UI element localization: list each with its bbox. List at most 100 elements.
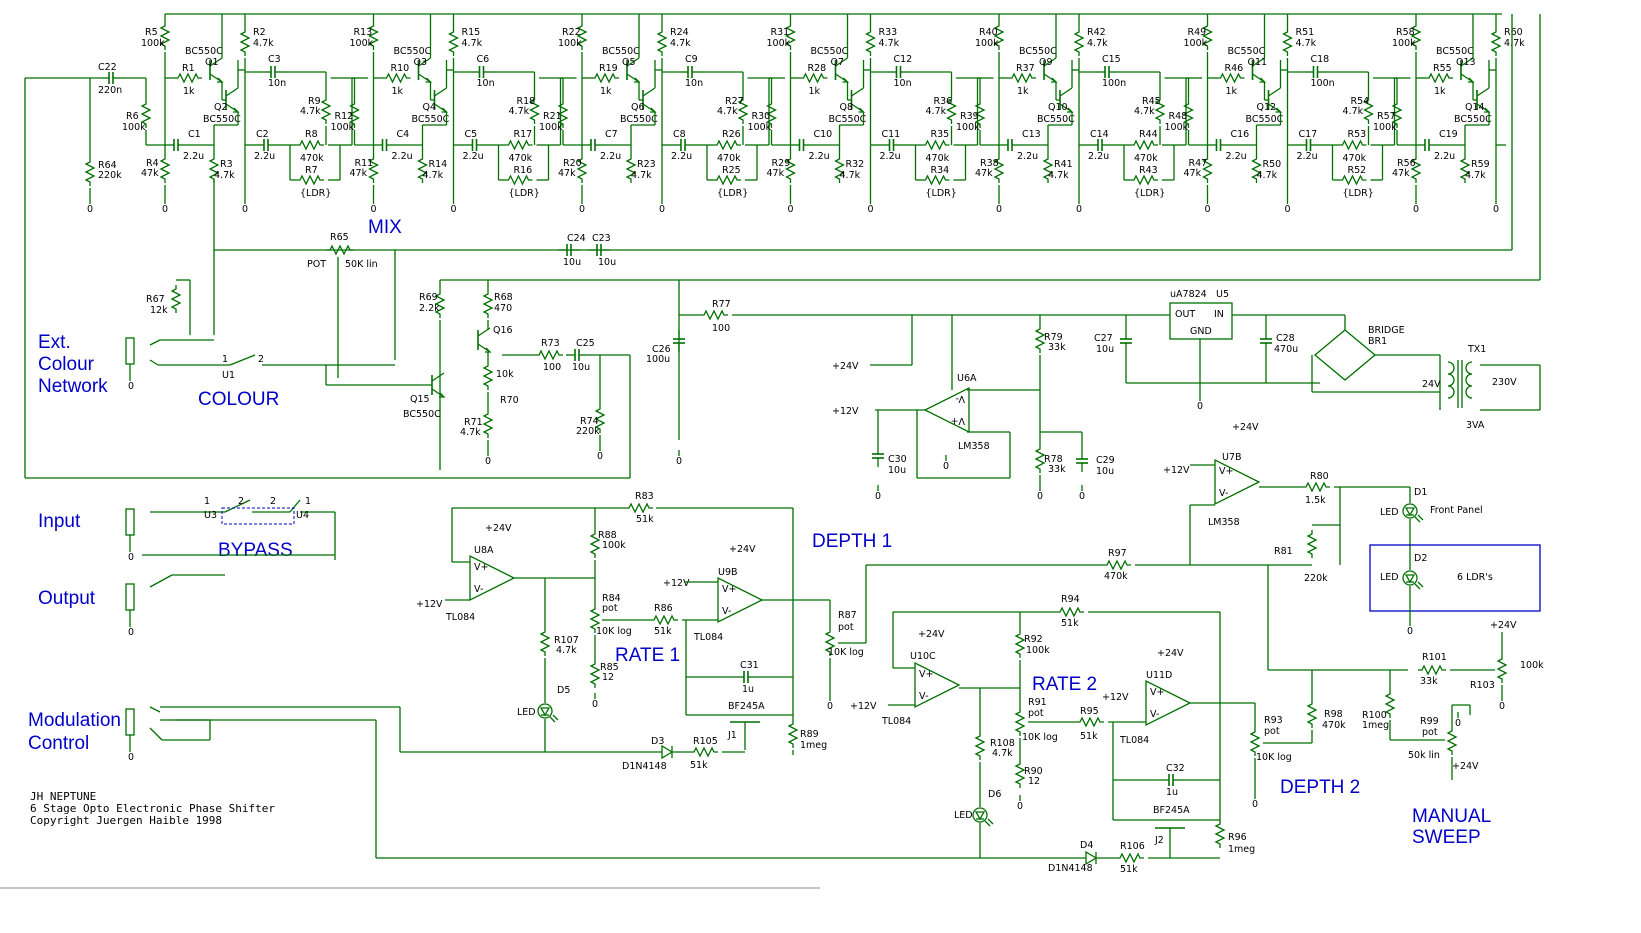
svg-text:1: 1 (204, 496, 210, 507)
u1-label: U1 (222, 370, 235, 381)
modulation-label-2: Control (28, 733, 89, 754)
stage-rb-label: R47 (1189, 158, 1208, 169)
rate1-label[interactable]: RATE 1 (615, 645, 680, 666)
stage-q2-label: Q4 (423, 102, 437, 113)
stage-re-label: R50 (1263, 159, 1282, 170)
r89-value: 1meg (800, 740, 827, 751)
stage-rf1-label: R9 (308, 96, 321, 107)
stage-cin-label: C4 (397, 129, 410, 140)
u8a-v24: +24V (485, 523, 512, 534)
stage-ldr-label: R34 (931, 165, 950, 176)
stage-re-value: 4.7k (631, 170, 652, 181)
phase-stages: R5100kR6100kC12.2uR447kR11kQ1BC550CQ2BC5… (122, 14, 1525, 216)
stage-rf1-label: R45 (1142, 96, 1161, 107)
phase-stage-1: R5100kR6100kC12.2uR447kR11kQ1BC550CQ2BC5… (122, 14, 368, 216)
stage-rcol-label: R15 (462, 27, 481, 38)
r108-value: 4.7k (992, 748, 1013, 759)
c29-label: C29 (1096, 455, 1115, 466)
stage-ldr-label: R43 (1139, 165, 1158, 176)
stage-rb-value: 47k (1392, 168, 1410, 179)
u10c-v12: +12V (850, 701, 877, 712)
manual-label-2[interactable]: SWEEP (1412, 827, 1481, 848)
r93-label: R93 (1264, 715, 1283, 726)
stage-r1-label: R1 (182, 63, 195, 74)
stage-q1-label: Q9 (1039, 57, 1053, 68)
mix-label: MIX (368, 217, 402, 238)
tx-va: 3VA (1466, 420, 1485, 431)
ext-colour-label-3: Network (38, 376, 108, 397)
svg-text:1: 1 (305, 496, 311, 507)
c30-label: C30 (888, 454, 907, 465)
r73-label: R73 (541, 338, 560, 349)
stage-rf2-label: R44 (1139, 129, 1158, 140)
modulation-jack[interactable] (125, 708, 135, 764)
r77-value: 100 (712, 323, 730, 334)
output-jack[interactable] (125, 583, 135, 639)
tx1-label: TX1 (1467, 344, 1486, 355)
rate2-label[interactable]: RATE 2 (1032, 674, 1097, 695)
d4-label: D4 (1080, 840, 1093, 851)
stage-rf1-label: R27 (725, 96, 744, 107)
c31-label: C31 (740, 660, 759, 671)
stage-ccap-label: C3 (268, 54, 281, 65)
stage-cin-value: 2.2u (1017, 151, 1038, 162)
stage-rf2-value: 470k (1134, 153, 1158, 164)
depth1-label[interactable]: DEPTH 1 (812, 531, 892, 552)
stage-cin-label: C10 (814, 129, 833, 140)
r68-label: R68 (494, 292, 513, 303)
c30-value: 10u (888, 465, 906, 476)
r65-pot: POT (307, 259, 326, 270)
q15-type: BC550C (403, 409, 441, 420)
stage-rc-value: 100k (141, 38, 165, 49)
stage-cout-label: C17 (1299, 129, 1318, 140)
phase-stage-2: R13100kR12100kC42.2uR1147kR101kQ3BC550CQ… (330, 14, 577, 216)
depth2-label[interactable]: DEPTH 2 (1280, 777, 1360, 798)
manual-label-1[interactable]: MANUAL (1412, 806, 1491, 827)
u3-label: U3 (204, 510, 217, 521)
stage-r1-label: R10 (391, 63, 410, 74)
stage-rc-label: R40 (979, 27, 998, 38)
r79-label: R79 (1044, 332, 1063, 343)
c26-label: C26 (652, 344, 671, 355)
stage-r6-label: R48 (1169, 111, 1188, 122)
r103-label: R103 (1470, 680, 1495, 691)
d6-label: D6 (988, 789, 1001, 800)
u11d-v24: +24V (1157, 648, 1184, 659)
u8a-type: TL084 (445, 612, 475, 623)
stage-ldr-type: {LDR} (926, 188, 957, 199)
stage-rb-label: R29 (772, 158, 791, 169)
ext-colour-jack[interactable] (125, 337, 135, 393)
stage-r1-value: 1k (1226, 86, 1238, 97)
stage-r1-value: 1k (1017, 86, 1029, 97)
r84-label: R84 (602, 593, 621, 604)
stage-cin-value: 2.2u (1434, 151, 1455, 162)
stage-rc-value: 100k (975, 38, 999, 49)
credit-title: JH NEPTUNE (30, 790, 96, 803)
d1-label: D1 (1414, 487, 1427, 498)
r81-label: R81 (1274, 546, 1293, 557)
stage-rf1-value: 4.7k (926, 106, 947, 117)
stage-ldr-type: {LDR} (1343, 188, 1374, 199)
r107-value: 4.7k (556, 645, 577, 656)
stage-r1-label: R46 (1225, 63, 1244, 74)
stage-rc-value: 100k (350, 38, 374, 49)
stage-q1-label: Q3 (414, 57, 428, 68)
stage-r1-value: 1k (1434, 86, 1446, 97)
stage-rb-value: 47k (141, 168, 159, 179)
r99-value2: 50k lin (1408, 750, 1440, 761)
bypass-label[interactable]: BYPASS (218, 540, 293, 561)
input-jack[interactable] (125, 508, 135, 564)
r97-label: R97 (1108, 548, 1127, 559)
u5-label: U5 (1216, 289, 1229, 300)
credit-subtitle: 6 Stage Opto Electronic Phase Shifter (30, 802, 275, 815)
v12-label-ps: +12V (832, 406, 859, 417)
modulation-label-1: Modulation (28, 710, 121, 731)
r103-v24: +24V (1490, 620, 1517, 631)
r91-value2: 10K log (1022, 732, 1058, 743)
u10c-v24: +24V (918, 629, 945, 640)
r67-value: 12k (150, 305, 168, 316)
r90-value: 12 (1028, 776, 1040, 787)
stage-q2-label: Q14 (1465, 102, 1485, 113)
svg-text:2: 2 (238, 496, 244, 507)
